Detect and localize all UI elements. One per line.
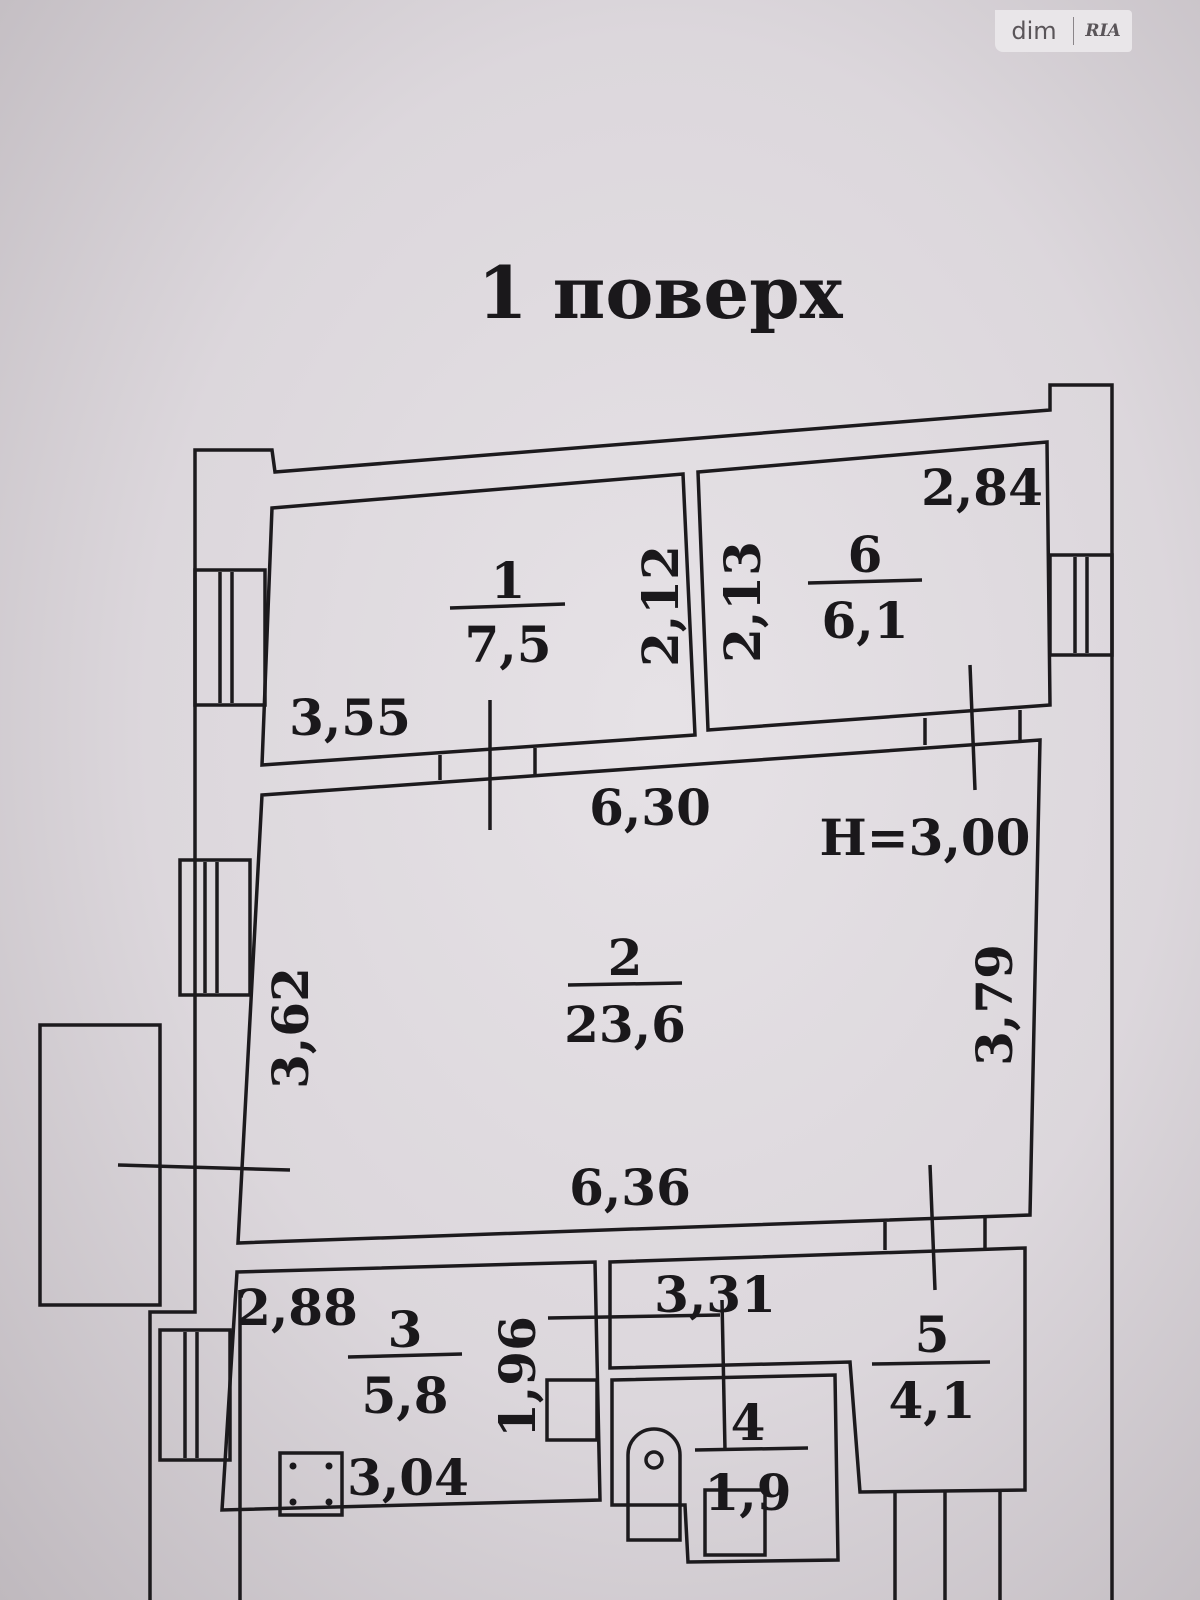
room-5-outline [608,1246,1027,1494]
shower-icon [703,1488,767,1557]
room-5-area: 4,1 [889,1371,976,1430]
room-2-outline [236,738,1042,1245]
dim-2-84: 2,84 [921,458,1043,517]
dim-2-13: 2,13 [713,541,772,663]
dim-3-62: 3,62 [261,967,320,1089]
dim-2-88: 2,88 [236,1278,358,1337]
windows [158,553,1114,1462]
room-6-number: 6 [848,525,883,584]
dim-1-96: 1,96 [488,1316,547,1438]
toilet-icon [626,1427,682,1542]
dim-3-31: 3,31 [654,1265,776,1324]
room-5-number: 5 [915,1305,950,1364]
room-4-area: 1,9 [705,1463,792,1522]
room-2-number: 2 [608,928,643,987]
logo-ria: RIA [1085,21,1121,41]
dim-2-12: 2,12 [631,545,690,667]
room-6-area: 6,1 [822,591,909,650]
fixtures [278,1378,767,1557]
room-4-outline [610,1373,840,1564]
room-2-area: 23,6 [564,995,686,1054]
floor-title: 1 поверх [478,250,844,335]
room-3-number: 3 [388,1300,423,1359]
dim-6-30: 6,30 [589,778,711,837]
room-1-number: 1 [491,551,526,610]
dim-3-55: 3,55 [289,688,411,747]
room-1-area: 7,5 [465,615,552,674]
dimria-logo[interactable]: dim RIA [995,10,1132,52]
stove-icon [278,1451,344,1517]
room-4-number: 4 [731,1393,766,1452]
room-3-area: 5,8 [362,1366,449,1425]
room-6-outline [696,440,1052,732]
sink-icon [545,1378,599,1442]
dim-3-79: 3,79 [965,944,1024,1066]
room-3-outline [220,1260,602,1512]
ceiling-height: H=3,00 [820,808,1031,867]
logo-dim: dim [995,17,1074,45]
dim-3-04: 3,04 [347,1448,469,1507]
dim-6-36: 6,36 [569,1158,691,1217]
